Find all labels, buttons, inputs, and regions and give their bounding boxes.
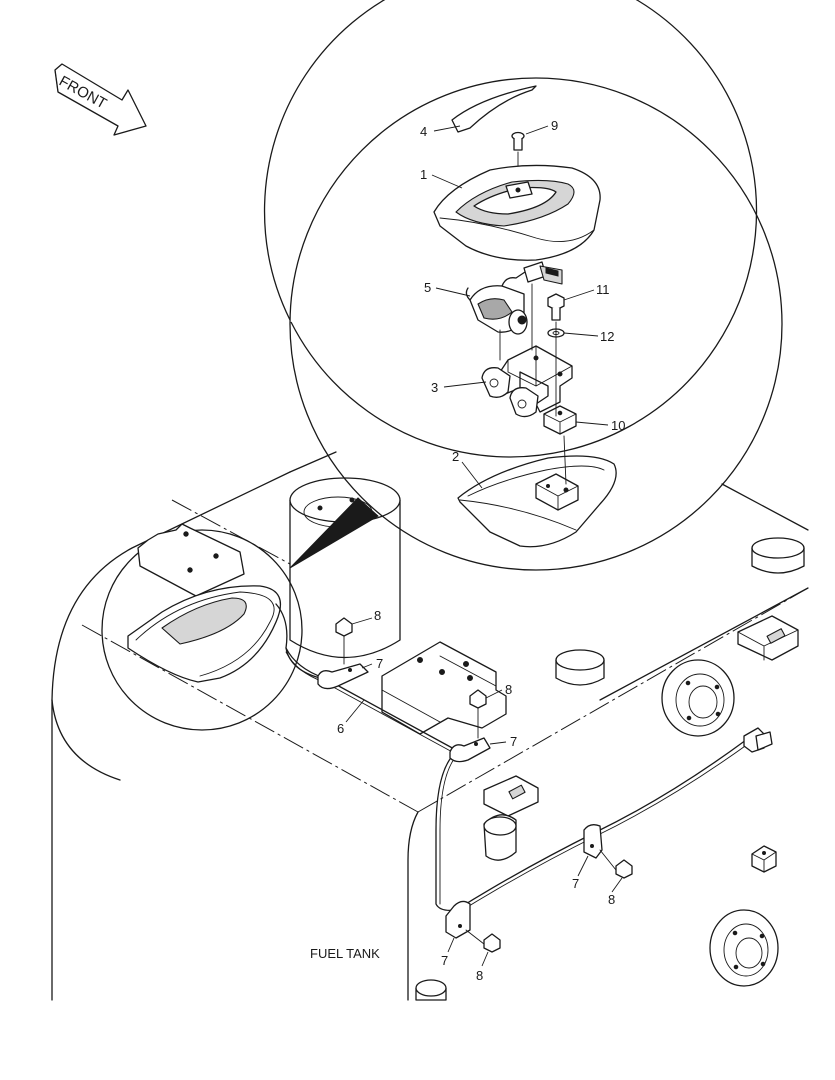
callout-7b: 7 (510, 734, 517, 749)
callout-3: 3 (431, 380, 438, 395)
rubber-mount (751, 537, 805, 574)
front-arrow-icon: FRONT (54, 63, 147, 136)
callout-2: 2 (452, 449, 459, 464)
bolt-part (547, 293, 565, 321)
callout-7d: 7 (441, 953, 448, 968)
base-housing-part (457, 455, 617, 548)
bolt-8 (335, 617, 353, 665)
callout-8a: 8 (374, 608, 381, 623)
callout-6: 6 (337, 721, 344, 736)
detail-circle-small (101, 523, 321, 731)
assembly-lines (499, 283, 567, 485)
rubber-mount (555, 649, 605, 686)
flange-ring (661, 659, 735, 737)
callout-9: 9 (551, 118, 558, 133)
callout-labels: 4 9 1 5 11 12 3 10 2 8 7 6 8 7 7 8 7 8 (337, 118, 625, 983)
bolt-8 (599, 849, 633, 879)
callout-8b: 8 (505, 682, 512, 697)
callout-11: 11 (596, 282, 610, 297)
clamp-part (445, 900, 471, 939)
tank-bracket (737, 615, 799, 661)
spacer-block-part (543, 405, 577, 435)
callout-1: 1 (420, 167, 427, 182)
callout-8c: 8 (608, 892, 615, 907)
filler-neck (289, 477, 401, 659)
leader-lines (345, 125, 623, 967)
callout-4: 4 (420, 124, 427, 139)
clamp-part (449, 737, 491, 763)
fuel-tank-label: FUEL TANK (310, 946, 380, 961)
fuel-tank-body (51, 451, 809, 1001)
callout-8d: 8 (476, 968, 483, 983)
flange-ring (709, 909, 779, 987)
callout-7a: 7 (376, 656, 383, 671)
tank-pipe (483, 814, 517, 861)
connector-block (751, 845, 777, 873)
callout-7c: 7 (572, 876, 579, 891)
lamp-assembly-part (465, 261, 563, 335)
lamp-cover-part (433, 164, 601, 261)
bolt-8 (465, 929, 501, 953)
decal-part (451, 85, 537, 133)
lamp-bracket-part (481, 345, 573, 418)
callout-10: 10 (611, 418, 625, 433)
clamp-part (583, 824, 603, 859)
callout-12: 12 (600, 329, 614, 344)
callout-5: 5 (424, 280, 431, 295)
rubber-mount (415, 979, 447, 1001)
clamp-part (317, 663, 369, 690)
bolt-8 (469, 689, 487, 739)
mounting-plate (381, 641, 507, 735)
tank-bracket (483, 775, 539, 817)
